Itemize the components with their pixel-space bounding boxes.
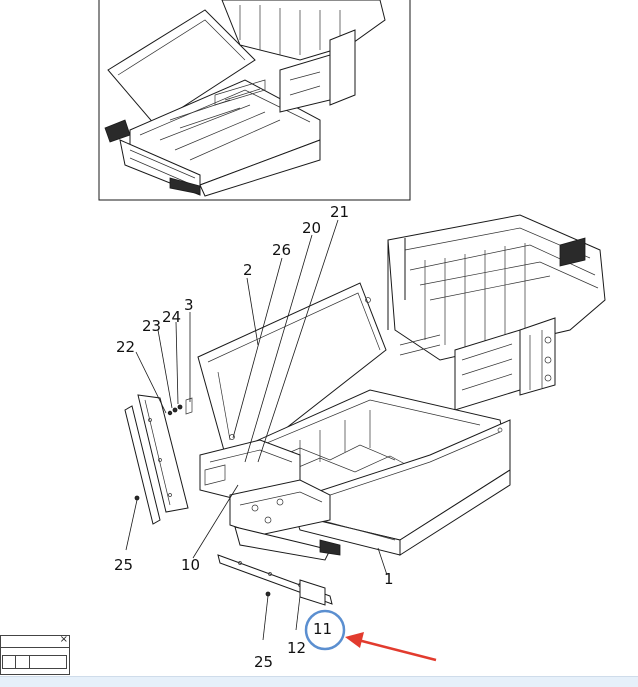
main-exploded-view: 21 20 26 2 3 24 23 22 25 10 1 11 12 25 xyxy=(114,203,606,671)
inset-machine-drawing xyxy=(104,0,386,197)
callout-12: 12 xyxy=(287,639,306,657)
part-2-side-panel xyxy=(197,282,387,473)
callout-25-bottom: 25 xyxy=(254,653,273,671)
callout-20: 20 xyxy=(302,219,321,237)
rear-frame xyxy=(387,214,606,411)
left-strips xyxy=(124,394,189,525)
highlight-annotation xyxy=(304,609,437,662)
mini-field-divider xyxy=(29,656,30,668)
highlight-circle xyxy=(304,609,346,651)
close-icon[interactable]: × xyxy=(59,634,68,645)
mini-field-divider xyxy=(15,656,16,668)
part-1-tray xyxy=(291,419,511,556)
mini-window-field[interactable] xyxy=(2,655,67,669)
callout-labels: 21 20 26 2 3 24 23 22 25 10 1 11 12 25 xyxy=(114,203,394,671)
callout-23: 23 xyxy=(142,317,161,335)
part-11-bracket xyxy=(299,579,326,606)
callout-24: 24 xyxy=(162,308,181,326)
callout-21: 21 xyxy=(330,203,349,221)
callout-22: 22 xyxy=(116,338,135,356)
callout-2: 2 xyxy=(243,261,253,279)
mini-window-divider xyxy=(1,647,69,648)
callout-11: 11 xyxy=(313,620,332,638)
inset-view xyxy=(98,0,411,201)
leader-lines xyxy=(125,219,388,641)
callout-1: 1 xyxy=(384,570,394,588)
callout-3: 3 xyxy=(184,296,194,314)
bottom-bar xyxy=(0,676,638,687)
mini-window: × xyxy=(0,634,70,675)
highlight-arrow-head xyxy=(345,632,364,648)
callout-10: 10 xyxy=(181,556,200,574)
callout-25-left: 25 xyxy=(114,556,133,574)
fasteners xyxy=(134,397,271,597)
highlight-arrow-shaft xyxy=(357,638,437,662)
front-assembly xyxy=(199,439,341,561)
callout-26: 26 xyxy=(272,241,291,259)
